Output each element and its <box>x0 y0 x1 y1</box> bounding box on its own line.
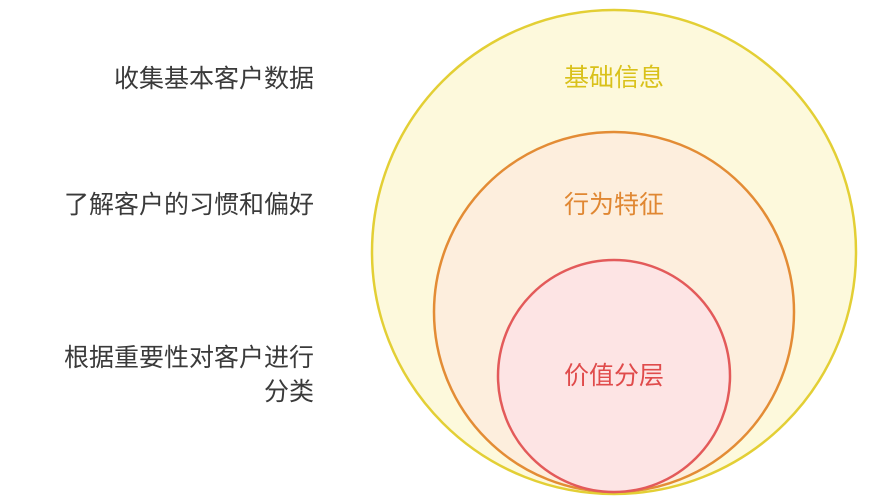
behavior-description: 了解客户的习惯和偏好 <box>0 188 314 222</box>
inner-ring-label: 价值分层 <box>564 361 664 390</box>
middle-ring-label: 行为特征 <box>564 190 664 219</box>
outer-ring-label: 基础信息 <box>564 63 664 92</box>
basic-info-description-text: 收集基本客户数据 <box>113 64 314 93</box>
value-description: 根据重要性对客户进行 分类 <box>0 341 314 409</box>
behavior-description-text: 了解客户的习惯和偏好 <box>63 190 314 219</box>
value-description-line-1: 根据重要性对客户进行 <box>63 343 314 372</box>
basic-info-description: 收集基本客户数据 <box>0 62 314 96</box>
value-description-line-2: 分类 <box>263 377 314 406</box>
inner-ring-value <box>496 258 732 494</box>
